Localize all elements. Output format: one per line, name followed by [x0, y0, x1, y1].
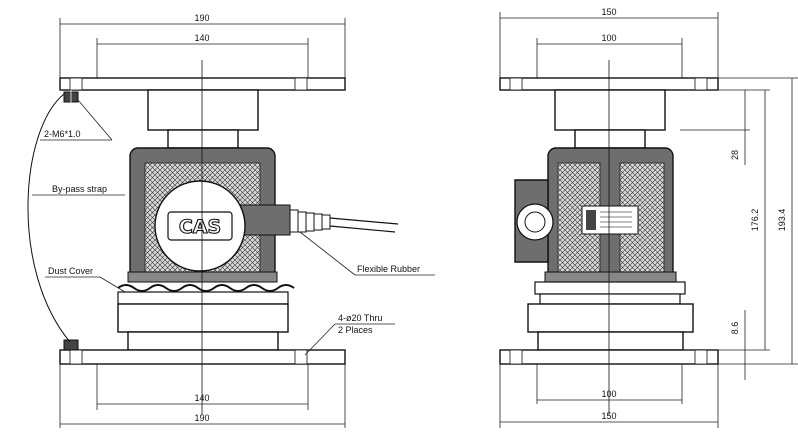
side-body-base [544, 271, 677, 283]
label-rubber-text: Flexible Rubber [357, 264, 420, 274]
side-dim-176: 176.2 [750, 209, 760, 232]
label-holes-line2: 2 Places [338, 325, 373, 335]
side-view: 150 100 [499, 7, 798, 428]
side-top-dimensions: 150 100 [499, 7, 719, 78]
flexible-rubber-cable [239, 204, 399, 236]
front-neck [167, 129, 239, 149]
front-body-base [127, 271, 278, 283]
side-lower-block [527, 303, 694, 333]
front-top-hole-right [294, 77, 308, 91]
front-bottom-hole-right [294, 349, 308, 365]
label-strap-text: By-pass strap [52, 184, 107, 194]
side-nameplate [581, 205, 639, 235]
side-bottom-hole-right [694, 349, 708, 365]
side-dim-8-6: 8.6 [730, 322, 740, 335]
side-ring-2 [539, 293, 681, 305]
side-dim-bottom-outer: 150 [601, 411, 616, 421]
cas-logo-text: CAS [179, 216, 221, 238]
label-holes: 4-ø20 Thru 2 Places [304, 313, 395, 356]
side-lower-collar [537, 331, 684, 351]
side-neck [574, 129, 646, 149]
side-dim-top-inner: 100 [601, 33, 616, 43]
front-bolt-icon [63, 90, 79, 104]
side-bottom-dimensions: 100 150 [499, 364, 719, 428]
front-top-dimensions: 190 140 [59, 13, 346, 78]
bypass-strap [27, 93, 71, 343]
front-dim-bottom-outer: 190 [194, 413, 209, 423]
side-dim-28: 28 [730, 150, 740, 160]
label-bolt-text: 2-M6*1.0 [44, 129, 81, 139]
front-bottom-hole-left [69, 349, 83, 365]
side-upper-cylinder [554, 89, 666, 131]
side-top-hole-left [509, 77, 523, 91]
side-dim-top-outer: 150 [601, 7, 616, 17]
dust-cover-bellows [117, 284, 295, 305]
front-bottom-dimensions: 140 190 [59, 364, 346, 428]
cas-logo-frame [167, 211, 233, 241]
front-bottom-plate [59, 349, 346, 365]
front-upper-cylinder [147, 89, 259, 131]
front-lower-block [117, 303, 289, 333]
label-strap: By-pass strap [32, 184, 125, 196]
label-holes-line1: 4-ø20 Thru [338, 313, 382, 323]
front-view: 190 140 [27, 13, 435, 428]
label-cover-text: Dust Cover [48, 266, 93, 276]
front-dim-top-outer: 190 [194, 13, 209, 23]
front-dim-bottom-inner: 140 [194, 393, 209, 403]
front-bottom-bolt-icon [63, 339, 79, 351]
label-cover: Dust Cover [45, 266, 126, 293]
front-top-hole-left [69, 77, 83, 91]
side-vertical-dimensions: 28 176.2 193.4 8.6 [680, 77, 798, 380]
side-dim-bottom-inner: 100 [601, 389, 616, 399]
label-rubber: Flexible Rubber [299, 231, 435, 276]
label-bolt: 2-M6*1.0 [40, 99, 113, 141]
side-top-hole-right [694, 77, 708, 91]
side-bottom-hole-left [509, 349, 523, 365]
front-dim-top-inner: 140 [194, 33, 209, 43]
side-cable-boss [514, 179, 554, 263]
side-ring-1 [534, 281, 686, 295]
side-dim-193: 193.4 [777, 209, 787, 232]
front-lower-collar [127, 331, 279, 351]
